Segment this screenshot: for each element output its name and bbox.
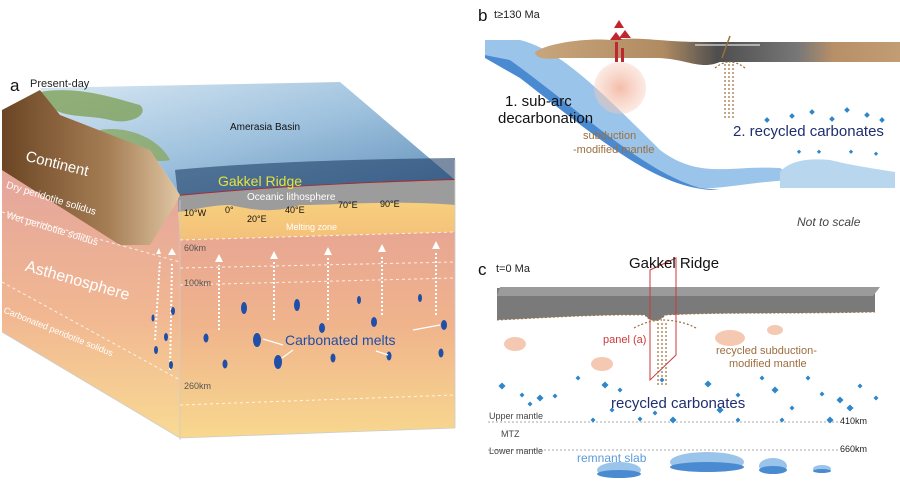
lower-mantle-label: Lower mantle [489, 446, 544, 456]
carbonate-diamond [857, 383, 863, 389]
carbonate-diamond [771, 386, 779, 394]
panel-a-reference-plane [649, 257, 677, 382]
overriding-plate [535, 38, 900, 66]
carbonate-diamond [789, 405, 795, 411]
depth-label-100: 100km [184, 278, 212, 288]
carbonate-diamond [637, 416, 643, 422]
oceanic-lithosphere-slab [497, 288, 875, 321]
ridge-band [175, 158, 455, 196]
melting-zone-label: Melting zone [286, 222, 338, 232]
upwelling-dotted-arrows [633, 319, 697, 385]
recycled-carbonates-label-c: recycled carbonates [611, 395, 746, 412]
upwelling-arrows [154, 252, 437, 371]
lithosphere-top [497, 287, 880, 296]
panel-b-letter: b [478, 6, 488, 25]
upper-mantle-label: Upper mantle [489, 411, 544, 421]
carbonate-diamond [601, 381, 609, 389]
gakkel-ridge-label: Gakkel Ridge [218, 173, 303, 189]
subduction-label-line1: subduction [583, 130, 637, 142]
depth-660-label: 660km [840, 444, 868, 454]
subduction-modified-mantle-blob [594, 62, 646, 114]
panel-a-time-label: Present-day [30, 78, 90, 90]
carbonated-melt-drops [151, 294, 447, 369]
oceanic-lithosphere-layer [178, 180, 455, 212]
block-outline [1, 160, 456, 440]
carbonate-diamond [735, 417, 741, 423]
panel-a-graphic [1, 82, 456, 440]
longitude-label: 20°E [247, 214, 267, 224]
solidus-lines [1, 211, 456, 406]
lithosphere-base-line [496, 311, 876, 321]
longitude-label: 70°E [338, 200, 358, 210]
carbonate-diamond [575, 375, 581, 381]
carbonate-diamond [498, 382, 506, 390]
carbonate-diamond [759, 375, 765, 381]
recycled-carbonates-label: 2. recycled carbonates [733, 123, 884, 140]
panel-c-time-label: t=0 Ma [496, 263, 530, 275]
recycled-mantle-label-line2: modified mantle [729, 358, 807, 370]
carbonate-diamond [836, 396, 844, 404]
carbonate-diamond [536, 394, 544, 402]
subduction-label-line2: -modified mantle [573, 144, 655, 156]
depth-label-260: 260km [184, 381, 212, 391]
carbonate-diamond [805, 375, 811, 381]
carbonate-diamond [590, 417, 596, 423]
depth-410-label: 410km [840, 416, 868, 426]
carbonated-melts-label: Carbonated melts [285, 332, 396, 348]
carbonate-diamond [617, 387, 623, 393]
remnant-slab-label: remnant slab [577, 451, 647, 465]
longitude-label: 10°W [184, 208, 207, 218]
melt-leader-lines [262, 324, 441, 359]
longitude-label: 0° [225, 205, 234, 215]
panel-b-time-label: t≥130 Ma [494, 9, 540, 21]
carbonate-diamond [873, 395, 879, 401]
ridge-axis [721, 35, 731, 59]
panel-a-reference-label: panel (a) [603, 334, 647, 346]
continent-block [2, 90, 180, 245]
carbonate-diamond [704, 380, 712, 388]
carbonate-diamond [519, 392, 525, 398]
carbonate-diamond [659, 377, 665, 383]
volcano-icons [610, 20, 631, 62]
carbonate-diamond [826, 416, 834, 424]
recycled-mantle-label-line1: recycled subduction- [716, 345, 817, 357]
upwelling-dotted-arrows [714, 61, 746, 118]
oceanic-lithosphere-label: Oceanic lithosphere [247, 192, 336, 203]
amerasia-basin-label: Amerasia Basin [230, 122, 301, 133]
panel-c-letter: c [478, 260, 487, 279]
carbonate-diamond [819, 391, 825, 397]
melting-zone-layer [178, 202, 455, 240]
stagnant-slab-pile [780, 159, 895, 188]
arrow-heads [156, 241, 440, 262]
panel-a-letter: a [10, 76, 20, 95]
not-to-scale-label: Not to scale [797, 215, 861, 229]
sub-arc-label-line1: 1. sub-arc [505, 93, 572, 110]
carbonate-diamond [779, 417, 785, 423]
longitude-label: 90°E [380, 199, 400, 209]
carbonate-diamond [552, 393, 558, 399]
land-patches [40, 90, 143, 122]
carbonate-diamond [527, 401, 533, 407]
sub-arc-label-line2: decarbonation [498, 110, 594, 127]
depth-label-60: 60km [184, 243, 207, 253]
gakkel-ridge-label-c: Gakkel Ridge [629, 255, 720, 272]
mtz-label: MTZ [501, 429, 520, 439]
carbonate-diamond [846, 404, 854, 412]
asthenosphere-front-face [180, 190, 455, 438]
longitude-label: 40°E [285, 205, 305, 215]
carbonate-diamond [669, 416, 677, 424]
